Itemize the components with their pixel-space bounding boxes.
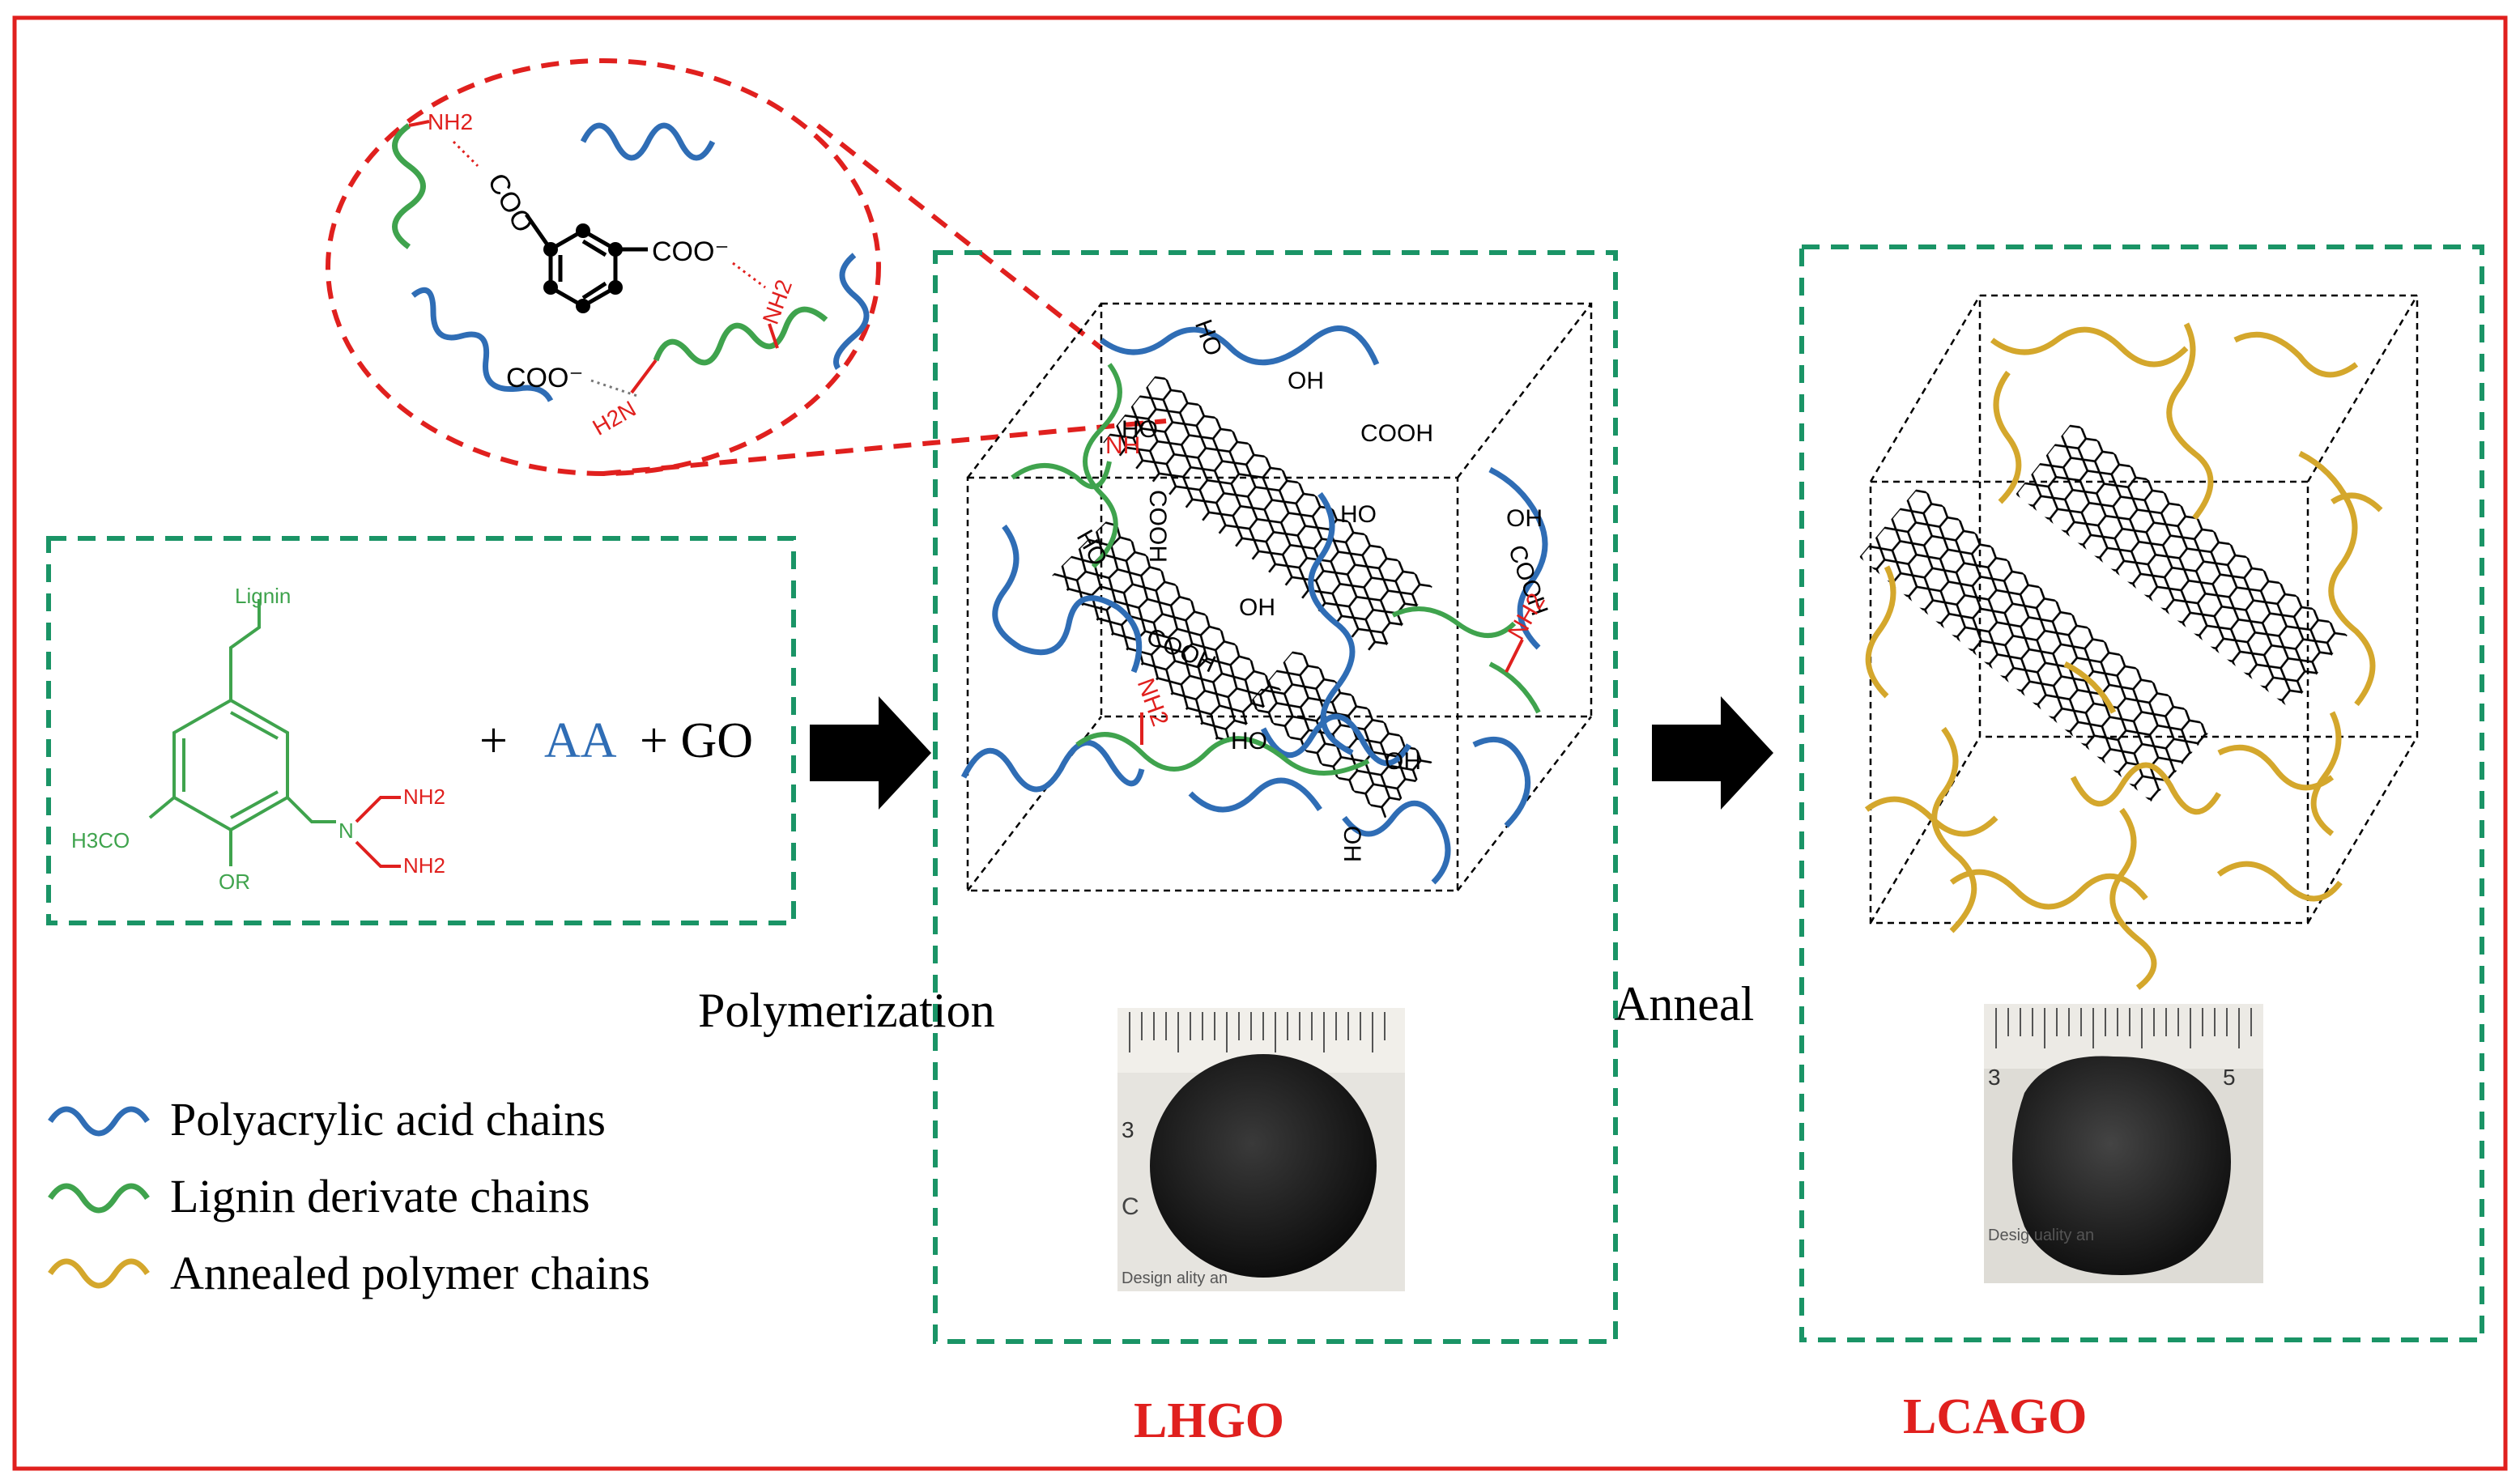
- bubble-paa-chain-2: [411, 287, 554, 402]
- bubble-coo-left: COO⁻: [506, 363, 583, 393]
- lhgo-pellet: [1150, 1054, 1377, 1278]
- label-cooh-1: COOH: [1360, 420, 1433, 447]
- aa-label: AA: [544, 713, 617, 768]
- lhgo-amine-bonds: [1140, 639, 1524, 745]
- lhgo-box: [933, 250, 1618, 1344]
- label-ho-1: HO: [1190, 316, 1227, 359]
- lhgo-photo-caption: Design ality an: [1122, 1269, 1228, 1287]
- bubble-hbond-2: [732, 262, 766, 289]
- label-cooh-2: COOH: [1144, 490, 1171, 563]
- bubble-nh2-top: NH2: [428, 109, 473, 134]
- amine-branch: [355, 796, 401, 868]
- graphene-sheet-1: [1103, 372, 1432, 657]
- svg-text:OH: OH: [1339, 826, 1365, 862]
- lhgo-photo: 3 C Design ality an: [1117, 1008, 1405, 1291]
- label-oh-4: OH: [1385, 748, 1421, 775]
- bubble-h2n: H2N: [589, 396, 641, 440]
- legend-label-lignin: Lignin derivate chains: [170, 1170, 590, 1222]
- label-ho-3: HO: [1340, 501, 1377, 528]
- legend-label-annealed: Annealed polymer chains: [170, 1247, 650, 1299]
- bubble-lignin-chain-2: [653, 306, 828, 366]
- outer-frame: [12, 15, 2508, 1471]
- lcago-pellet: [2012, 1056, 2231, 1275]
- bubble-hbond-1: [452, 140, 479, 168]
- lhgo-ruler-3: 3: [1122, 1117, 1134, 1142]
- benzene-atoms: [543, 223, 623, 313]
- lhgo-title: LHGO: [1134, 1393, 1284, 1448]
- polymerization-label: Polymerization: [698, 984, 995, 1037]
- amine-n-label: N: [338, 819, 354, 843]
- lcago-title: LCAGO: [1903, 1389, 2087, 1444]
- polymerization-arrow: [810, 696, 931, 810]
- lhgo-lignin-chains: [1011, 363, 1541, 776]
- methoxy-label: H3CO: [71, 828, 130, 853]
- bubble-amine-bond-3: [630, 359, 658, 394]
- lcago-ruler-3: 3: [1988, 1065, 2001, 1090]
- lcago-photo: 3 5 Desig uality an: [1984, 1004, 2263, 1283]
- label-oh-1: OH: [1288, 368, 1324, 394]
- lcago-graphene-sheet-1: [2016, 421, 2348, 709]
- legend-swatch-annealed: [48, 1258, 150, 1289]
- legend: Polyacrylic acid chains Lignin derivate …: [48, 1093, 650, 1299]
- plus-sign-1: +: [479, 713, 508, 768]
- bubble-hbond-3: [590, 379, 641, 398]
- bubble-paa-chain-3: [833, 253, 870, 370]
- anneal-label: Anneal: [1614, 977, 1754, 1031]
- or-label: OR: [219, 870, 250, 894]
- bubble-coo-right: COO⁻: [652, 236, 729, 267]
- reactant-box: [46, 536, 796, 925]
- bubble-lignin-chain-1: [392, 123, 426, 249]
- lignin-monomer-structure: [148, 599, 336, 866]
- bubble-amine-bond-1: [408, 120, 430, 127]
- bubble-amine-bond-2: [768, 323, 779, 349]
- plus-go-label: + GO: [640, 713, 753, 768]
- lcago-graphene-sheet-2: [1859, 486, 2211, 802]
- graphene-sheet-2: [1052, 518, 1282, 747]
- label-oh-2: OH: [1506, 505, 1543, 532]
- anneal-arrow: [1652, 696, 1773, 810]
- graphene-sheet-3: [1249, 648, 1432, 819]
- lcago-box: [1799, 244, 2484, 1342]
- legend-swatch-lignin: [48, 1183, 150, 1214]
- lhgo-ruler-c: C: [1122, 1193, 1139, 1220]
- label-oh-3: OH: [1239, 594, 1275, 621]
- zoom-connector-bottom: [602, 419, 1167, 476]
- lignin-label: Lignin: [235, 584, 291, 608]
- svg-text:HO: HO: [1231, 728, 1267, 755]
- label-ho-2: HO: [1122, 416, 1158, 443]
- lhgo-paa-chains: [960, 325, 1548, 885]
- bubble-coo-top: COO: [481, 168, 539, 238]
- lcago-photo-caption: Desig uality an: [1988, 1227, 2094, 1244]
- zoom-connector-top: [816, 123, 1103, 351]
- lhgo-network-cube: [966, 302, 1593, 892]
- bubble-paa-chain-1: [580, 122, 716, 161]
- label-nh-1: NH: [1105, 432, 1140, 459]
- lcago-annealed-chains: [1864, 322, 2383, 990]
- legend-swatch-paa: [48, 1106, 150, 1137]
- amine-nh2-a: NH2: [403, 785, 445, 809]
- lcago-ruler-5: 5: [2223, 1065, 2236, 1090]
- lhgo-bottom-labels: HO OH: [1231, 728, 1365, 862]
- amine-nh2-b: NH2: [403, 853, 445, 878]
- legend-label-paa: Polyacrylic acid chains: [170, 1093, 606, 1146]
